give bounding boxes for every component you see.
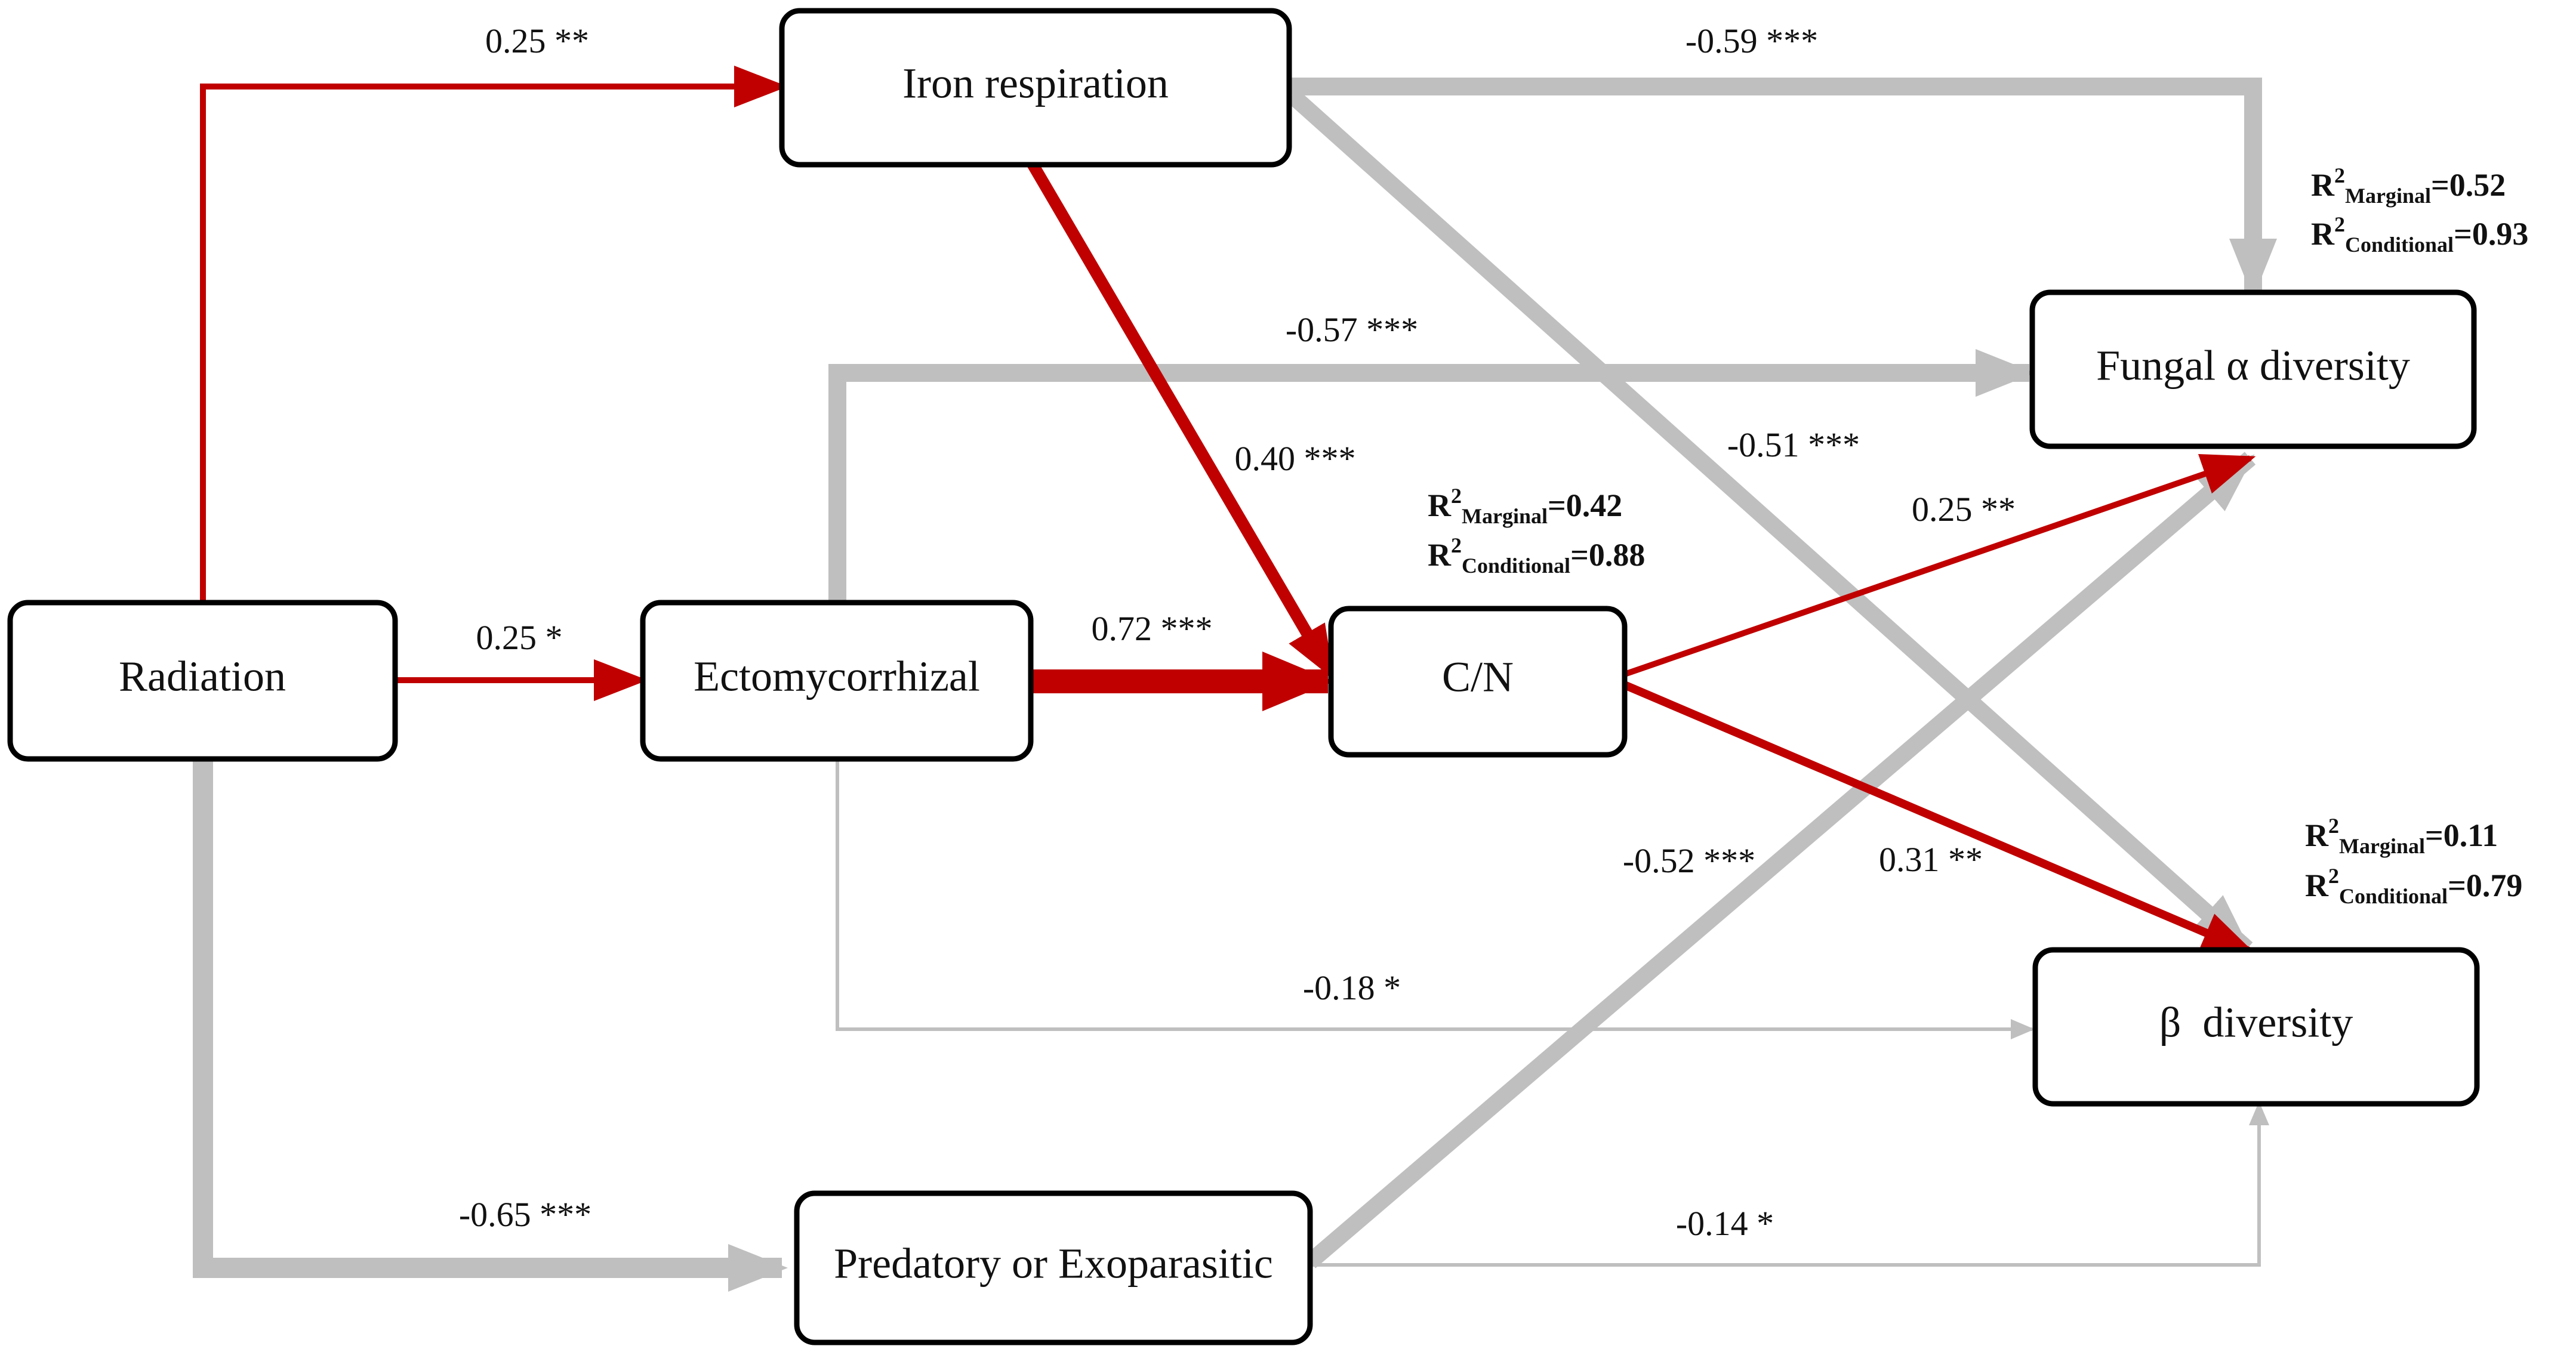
label-iron-to-beta: -0.51 *** [1727,425,1860,464]
arrow-iron-to-beta [1286,89,2253,955]
node-label-fungal-alpha-diversity: Fungal α diversity [2096,342,2410,390]
arrow-ecto-to-beta [836,761,2035,1039]
label-radiation-to-iron: 0.25 ** [485,21,589,60]
label-iron-to-fungal: -0.59 *** [1686,21,1818,60]
label-pred-to-beta: -0.14 * [1676,1204,1774,1243]
r2-fungal-marginal: R2Marginal=0.52 [2311,163,2506,208]
label-radiation-to-ecto: 0.25 * [476,618,563,657]
r2-cn: R2Marginal=0.42 R2Conditional=0.88 [1428,484,1645,578]
node-label-cn: C/N [1442,653,1514,701]
node-label-ectomycorrhizal: Ectomycorrhizal [694,653,980,700]
node-fungal-alpha-diversity: Fungal α diversity [2029,289,2477,449]
node-cn: C/N [1328,606,1628,758]
label-iron-to-cn: 0.40 *** [1235,439,1356,478]
node-beta-diversity: β diversity [2032,947,2480,1107]
label-ecto-to-fungal: -0.57 *** [1286,310,1418,349]
node-label-beta-diversity: β diversity [2159,999,2353,1047]
label-cn-to-beta: 0.31 ** [1879,840,1983,879]
arrow-radiation-to-iron [200,66,788,601]
node-radiation: Radiation [7,600,398,762]
label-cn-to-fungal: 0.25 ** [1912,490,2016,529]
node-label-predatory-exoparasitic: Predatory or Exoparasitic [834,1240,1273,1288]
r2-fungal-conditional: R2Conditional=0.93 [2311,212,2528,257]
node-label-iron-respiration: Iron respiration [902,60,1169,107]
r2-beta-marginal: R2Marginal=0.11 [2305,814,2498,858]
arrow-pred-to-beta [1310,1101,2269,1267]
node-label-radiation: Radiation [119,653,286,700]
label-ecto-to-cn: 0.72 *** [1092,609,1213,648]
arrow-radiation-to-pred [193,759,788,1292]
r2-fungal: R2Marginal=0.52 R2Conditional=0.93 [2311,163,2528,257]
node-ectomycorrhizal: Ectomycorrhizal [640,600,1034,762]
label-radiation-to-pred: -0.65 *** [459,1195,591,1234]
node-predatory-exoparasitic: Predatory or Exoparasitic [794,1190,1313,1345]
arrow-pred-to-fungal [1304,452,2256,1268]
label-ecto-to-beta: -0.18 * [1303,968,1401,1007]
node-iron-respiration: Iron respiration [779,8,1292,168]
arrow-cn-to-beta [1623,681,2256,956]
r2-cn-conditional: R2Conditional=0.88 [1428,533,1645,578]
r2-beta-conditional: R2Conditional=0.79 [2305,864,2522,908]
label-pred-to-fungal: -0.52 *** [1623,841,1755,880]
arrow-cn-to-fungal [1623,454,2256,677]
arrow-iron-to-fungal [1289,78,2277,298]
arrow-iron-to-cn [1027,160,1336,680]
arrow-ecto-to-fungal [828,349,2035,603]
r2-cn-marginal: R2Marginal=0.42 [1428,484,1622,528]
r2-beta: R2Marginal=0.11 R2Conditional=0.79 [2305,814,2522,908]
